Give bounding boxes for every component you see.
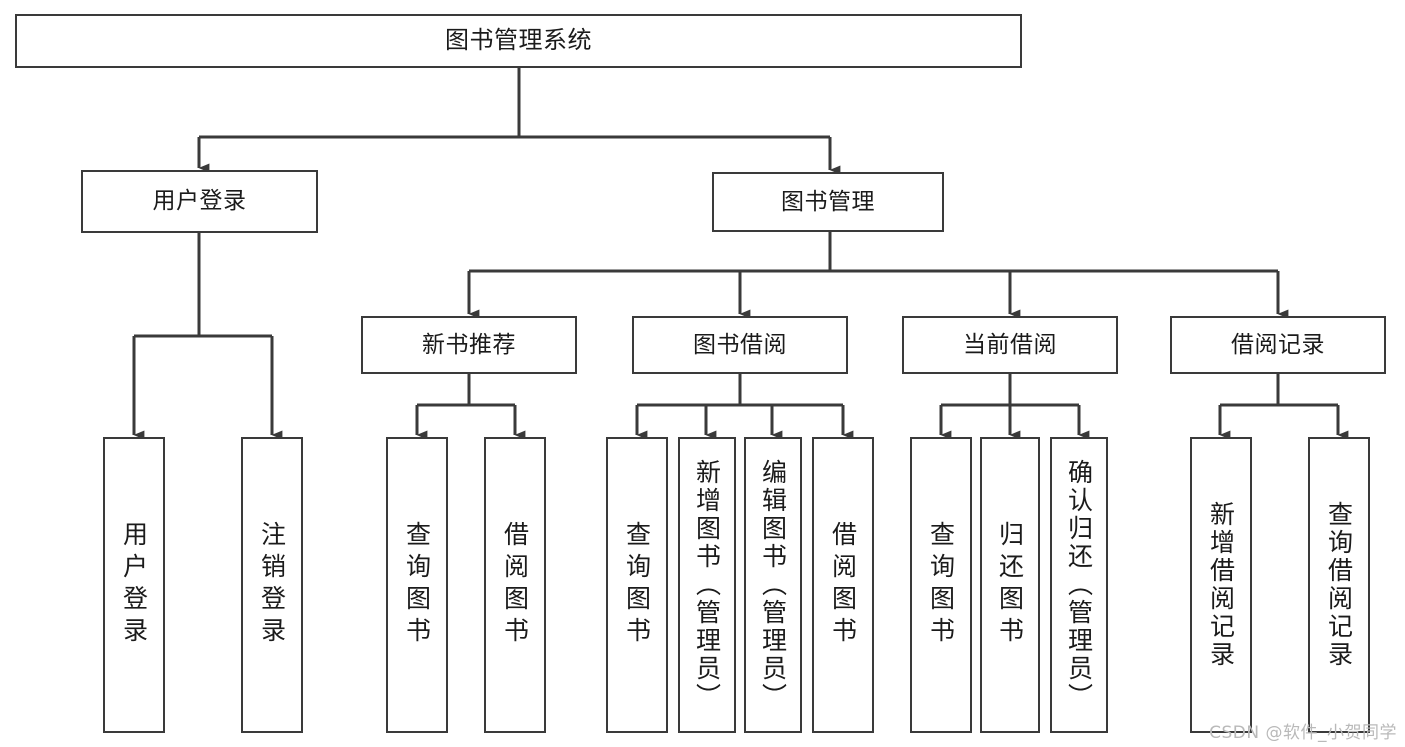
node-leaf-return-book[interactable]: 归还图书 (980, 437, 1040, 733)
node-leaf-current-query-book[interactable]: 查询图书 (910, 437, 972, 733)
node-leaf-edit-book-admin-label: 编辑图书（管理员） (758, 459, 788, 711)
node-current-borrow[interactable]: 当前借阅 (902, 316, 1118, 374)
node-leaf-current-query-book-label: 查询图书 (926, 521, 956, 649)
node-leaf-borrow-book[interactable]: 借阅图书 (812, 437, 874, 733)
node-current-borrow-label: 当前借阅 (963, 331, 1057, 358)
node-leaf-logout[interactable]: 注销登录 (241, 437, 303, 733)
node-root-system[interactable]: 图书管理系统 (15, 14, 1022, 68)
node-leaf-user-login[interactable]: 用户登录 (103, 437, 165, 733)
node-leaf-recommend-query-book-label: 查询图书 (402, 521, 432, 649)
node-leaf-query-borrow-record[interactable]: 查询借阅记录 (1308, 437, 1370, 733)
node-new-book-recommend[interactable]: 新书推荐 (361, 316, 577, 374)
node-book-borrow[interactable]: 图书借阅 (632, 316, 848, 374)
node-leaf-return-book-label: 归还图书 (995, 521, 1025, 649)
node-new-book-recommend-label: 新书推荐 (422, 331, 516, 358)
node-leaf-add-book-admin-label: 新增图书（管理员） (692, 459, 722, 711)
node-leaf-user-login-label: 用户登录 (119, 521, 149, 649)
node-leaf-recommend-query-book[interactable]: 查询图书 (386, 437, 448, 733)
node-book-manage[interactable]: 图书管理 (712, 172, 944, 232)
node-leaf-add-book-admin[interactable]: 新增图书（管理员） (678, 437, 736, 733)
node-book-borrow-label: 图书借阅 (693, 331, 787, 358)
node-leaf-edit-book-admin[interactable]: 编辑图书（管理员） (744, 437, 802, 733)
node-borrow-record-label: 借阅记录 (1231, 331, 1325, 358)
node-borrow-record[interactable]: 借阅记录 (1170, 316, 1386, 374)
node-user-login-label: 用户登录 (152, 188, 247, 215)
node-leaf-borrow-query-book-label: 查询图书 (622, 521, 652, 649)
node-leaf-borrow-query-book[interactable]: 查询图书 (606, 437, 668, 733)
node-book-manage-label: 图书管理 (781, 188, 875, 215)
node-leaf-confirm-return-admin-label: 确认归还（管理员） (1064, 459, 1094, 711)
node-user-login[interactable]: 用户登录 (81, 170, 318, 233)
node-leaf-confirm-return-admin[interactable]: 确认归还（管理员） (1050, 437, 1108, 733)
node-leaf-recommend-borrow-book[interactable]: 借阅图书 (484, 437, 546, 733)
node-leaf-add-borrow-record-label: 新增借阅记录 (1206, 501, 1236, 669)
node-leaf-borrow-book-label: 借阅图书 (828, 521, 858, 649)
node-root-system-label: 图书管理系统 (445, 26, 592, 55)
node-leaf-add-borrow-record[interactable]: 新增借阅记录 (1190, 437, 1252, 733)
csdn-watermark: CSDN @软件_小贺同学 (1209, 723, 1397, 743)
node-leaf-logout-label: 注销登录 (257, 521, 287, 649)
node-leaf-recommend-borrow-book-label: 借阅图书 (500, 521, 530, 649)
node-leaf-query-borrow-record-label: 查询借阅记录 (1324, 501, 1354, 669)
